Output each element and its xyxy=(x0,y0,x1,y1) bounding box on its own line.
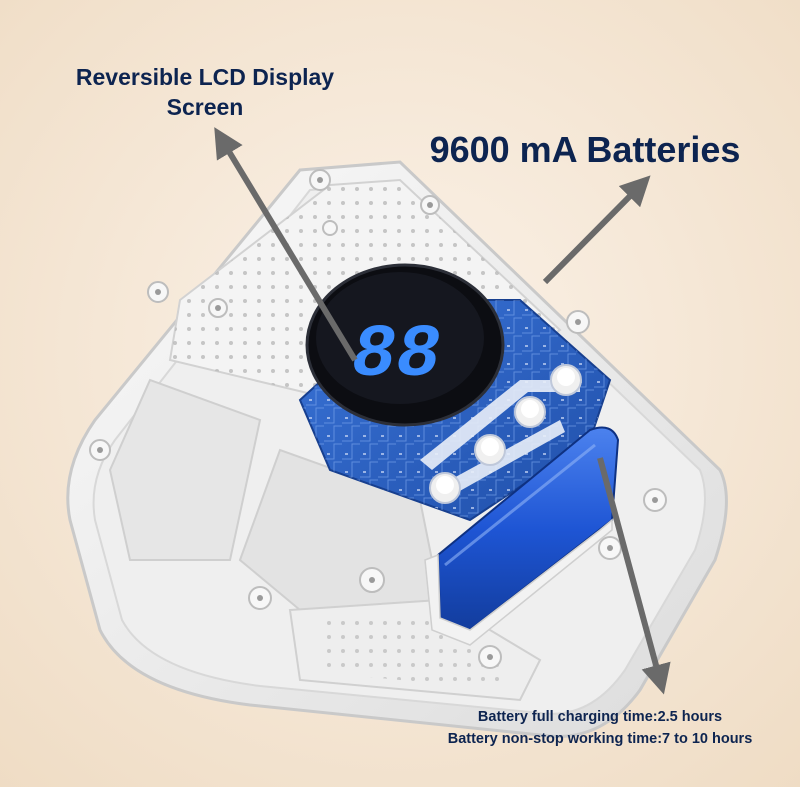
lcd-arrow xyxy=(214,127,358,362)
battery-info-arrow xyxy=(597,457,671,695)
lcd-label-line-2: Screen xyxy=(166,94,244,120)
button-4 xyxy=(429,472,461,504)
charging-time-text: Battery full charging time:2.5 hours xyxy=(477,709,723,725)
battery-arrow xyxy=(542,175,651,285)
battery-capacity-label: 9600 mA Batteries xyxy=(429,129,741,170)
battery-info-label: Battery full charging time:2.5 hours Bat… xyxy=(400,706,800,750)
button-2 xyxy=(514,396,546,428)
lcd-label-line-1: Reversible LCD Display xyxy=(75,64,335,90)
working-time-text: Battery non-stop working time:7 to 10 ho… xyxy=(447,731,753,747)
lcd-display: 88 xyxy=(305,263,505,427)
battery-holder xyxy=(424,518,613,646)
push-buttons xyxy=(429,364,582,504)
lcd-display-label: Reversible LCD Display Screen xyxy=(40,62,370,122)
left-compartment xyxy=(108,378,262,561)
button-1 xyxy=(550,364,582,396)
display-digits: 88 xyxy=(352,314,441,398)
button-3 xyxy=(474,434,506,466)
